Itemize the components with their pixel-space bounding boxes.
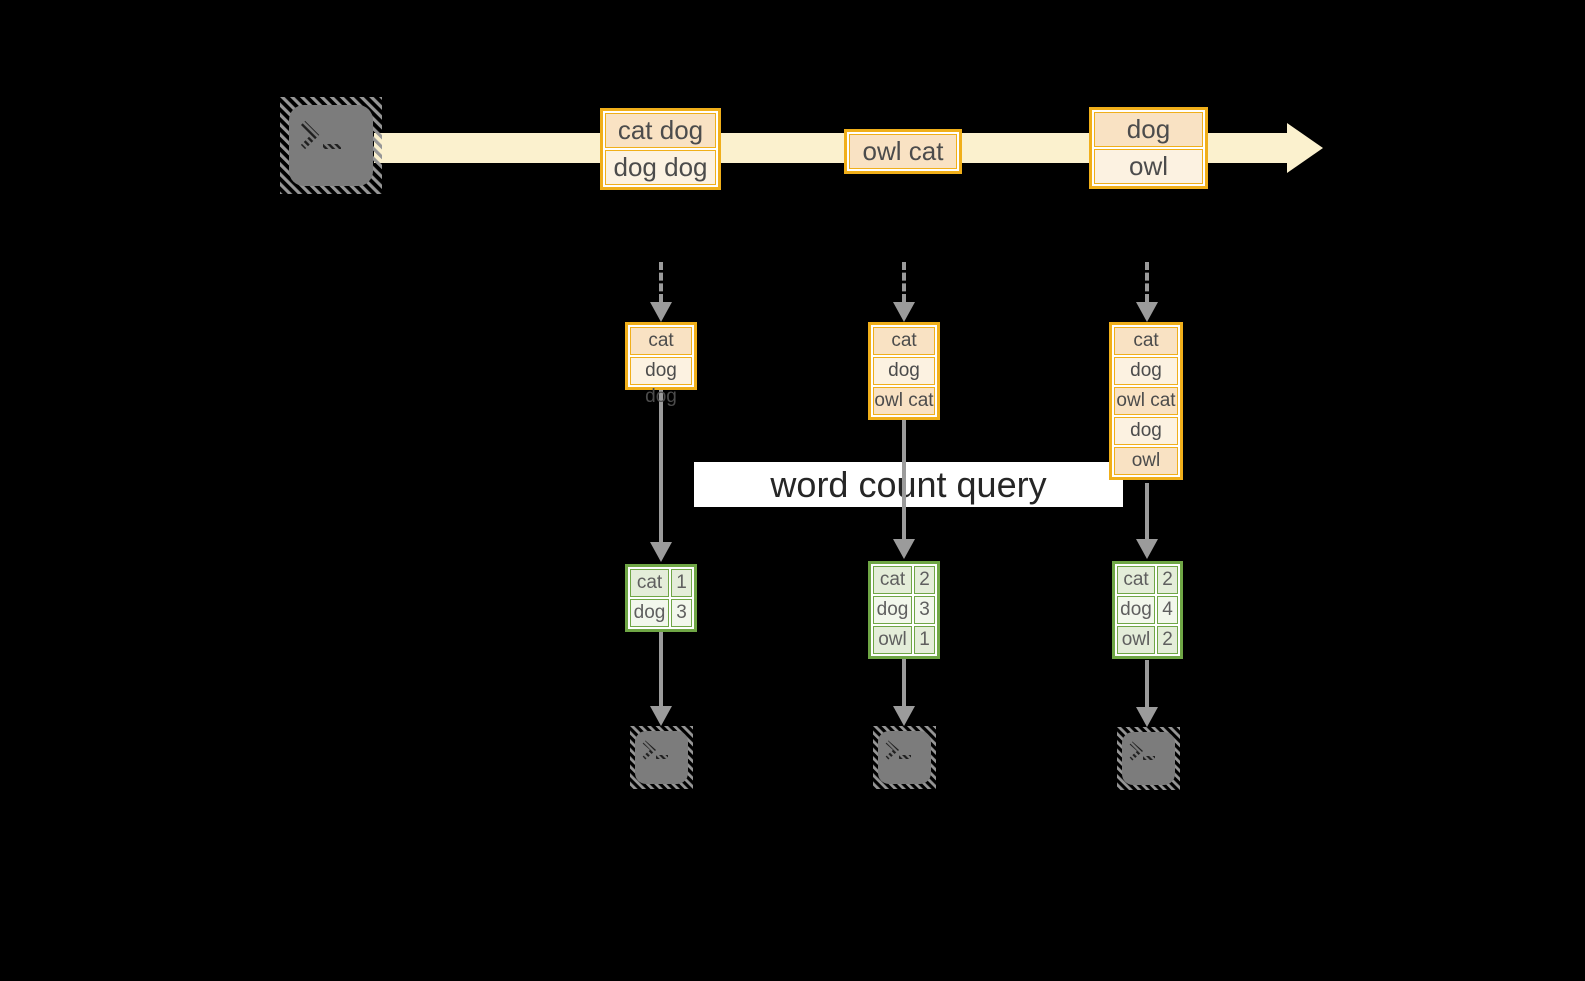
arrowhead-icon xyxy=(650,706,672,726)
state-line: cat dog xyxy=(630,327,692,377)
dashed-arrow-right xyxy=(1145,262,1149,302)
terminal-icon xyxy=(1117,727,1180,790)
state-box-1: cat dog dog dog xyxy=(625,322,697,407)
event-line: owl cat xyxy=(849,134,957,169)
sink-arrow-right xyxy=(1145,660,1149,707)
state-line: dog xyxy=(1114,417,1178,445)
state-line: dog dog xyxy=(630,357,692,407)
table-cell-count: 3 xyxy=(914,596,935,624)
arrowhead-icon xyxy=(1136,539,1158,559)
wordcount-table-1: cat 1 dog 3 xyxy=(625,564,697,632)
flow-arrow-middle xyxy=(902,417,906,539)
arrowhead-icon xyxy=(893,302,915,322)
table-cell-count: 1 xyxy=(914,626,935,654)
state-line: cat dog xyxy=(1114,327,1178,377)
arrowhead-icon xyxy=(893,706,915,726)
prompt-underscore-icon xyxy=(1143,756,1155,760)
terminal-icon xyxy=(873,726,936,789)
event-box-3: dog owl xyxy=(1089,107,1208,189)
arrowhead-icon xyxy=(893,539,915,559)
stream-arrowhead-icon xyxy=(1287,123,1323,173)
event-line: dog dog xyxy=(605,150,716,185)
dashed-arrow-left xyxy=(659,262,663,302)
flow-arrow-left xyxy=(659,387,663,542)
event-box-2: owl cat xyxy=(844,129,962,174)
state-line: cat dog xyxy=(873,327,935,377)
arrowhead-icon xyxy=(650,542,672,562)
prompt-underscore-icon xyxy=(899,755,911,759)
prompt-chevron-icon xyxy=(642,740,657,760)
table-cell-word: cat xyxy=(630,569,669,597)
terminal-icon xyxy=(280,97,382,194)
state-line: dog dog xyxy=(873,357,935,407)
table-cell-word: dog xyxy=(630,599,669,627)
state-line: owl cat xyxy=(1114,387,1178,415)
event-line: owl xyxy=(1094,149,1203,184)
flow-arrow-right xyxy=(1145,483,1149,539)
prompt-underscore-icon xyxy=(323,144,341,149)
table-cell-count: 1 xyxy=(671,569,692,597)
prompt-chevron-icon xyxy=(1129,741,1144,761)
prompt-chevron-icon xyxy=(300,120,320,150)
state-line: owl cat xyxy=(873,387,935,415)
terminal-icon xyxy=(630,726,693,789)
table-cell-count: 2 xyxy=(1157,566,1178,594)
table-cell-word: owl xyxy=(1117,626,1155,654)
table-cell-count: 4 xyxy=(1157,596,1178,624)
event-line: dog xyxy=(1094,112,1203,147)
query-label: word count query xyxy=(694,462,1123,507)
wordcount-table-3: cat 2 dog 4 owl 2 xyxy=(1112,561,1183,659)
table-cell-word: dog xyxy=(873,596,912,624)
state-line: dog dog xyxy=(1114,357,1178,407)
arrowhead-icon xyxy=(1136,707,1158,727)
sink-arrow-middle xyxy=(902,659,906,706)
sink-arrow-left xyxy=(659,630,663,706)
prompt-underscore-icon xyxy=(656,755,668,759)
state-box-2: cat dog dog dog owl cat xyxy=(868,322,940,420)
state-line: owl xyxy=(1114,447,1178,475)
table-cell-word: dog xyxy=(1117,596,1155,624)
table-cell-word: cat xyxy=(1117,566,1155,594)
table-cell-word: cat xyxy=(873,566,912,594)
table-cell-count: 2 xyxy=(914,566,935,594)
prompt-chevron-icon xyxy=(885,740,900,760)
state-box-3: cat dog dog dog owl cat dog owl xyxy=(1109,322,1183,480)
arrowhead-icon xyxy=(650,302,672,322)
wordcount-table-2: cat 2 dog 3 owl 1 xyxy=(868,561,940,659)
table-cell-word: owl xyxy=(873,626,912,654)
table-cell-count: 3 xyxy=(671,599,692,627)
dashed-arrow-middle xyxy=(902,262,906,302)
event-box-1: cat dog dog dog xyxy=(600,108,721,190)
arrowhead-icon xyxy=(1136,302,1158,322)
event-line: cat dog xyxy=(605,113,716,148)
table-cell-count: 2 xyxy=(1157,626,1178,654)
